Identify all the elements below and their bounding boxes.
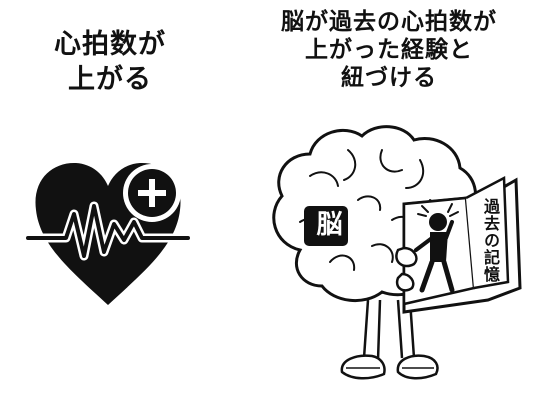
brain-character-reading-book-icon [272, 125, 522, 380]
right-caption: 脳が過去の心拍数が 上がった経験と 紐づける [246, 8, 532, 92]
left-caption: 心拍数が 上がる [20, 28, 200, 97]
brain-label: 脳 [312, 210, 342, 236]
left-caption-line-1: 心拍数が [54, 29, 166, 60]
right-caption-line-2: 上がった経験と [305, 37, 473, 64]
heart-rate-plus-icon [26, 162, 190, 305]
right-caption-line-1: 脳が過去の心拍数が [281, 9, 497, 35]
left-caption-line-2: 上がる [68, 63, 152, 95]
right-caption-line-3: 紐づける [341, 65, 437, 92]
book-title: 過去の記憶 [481, 198, 500, 283]
